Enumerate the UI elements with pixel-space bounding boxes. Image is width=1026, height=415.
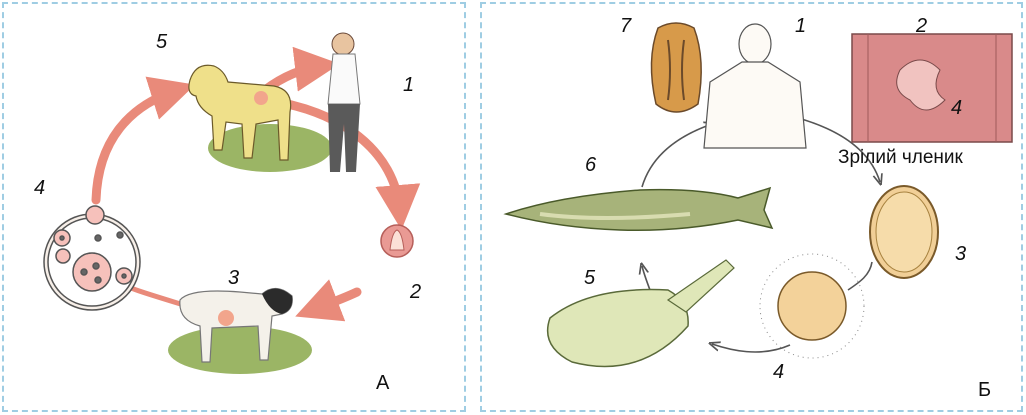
label-b-2: 2 <box>916 16 927 36</box>
label-b-7: 7 <box>620 16 631 36</box>
label-b-6: 6 <box>585 155 596 175</box>
sheep-figure <box>168 288 312 374</box>
man-figure <box>328 33 360 172</box>
label-b-5: 5 <box>584 268 595 288</box>
label-b-3: 3 <box>955 244 966 264</box>
hydatid-cyst-4 <box>44 206 140 310</box>
label-b-1: 1 <box>795 16 806 36</box>
label-a-3: 3 <box>228 268 239 288</box>
label-a-2: 2 <box>410 282 421 302</box>
label-a-4: 4 <box>34 178 45 198</box>
label-b-4-segment: 4 <box>951 98 962 118</box>
label-a-5: 5 <box>156 32 167 52</box>
panel-b-letter: Б <box>978 380 991 400</box>
panel-b <box>480 2 1023 412</box>
cyst-2 <box>381 225 413 257</box>
dog-figure <box>189 65 332 172</box>
label-a-1: 1 <box>403 75 414 95</box>
panel-a-letter: А <box>376 373 389 393</box>
mature-segment-caption: Зрілий членик <box>838 148 963 167</box>
label-b-4-coracidium: 4 <box>773 362 784 382</box>
